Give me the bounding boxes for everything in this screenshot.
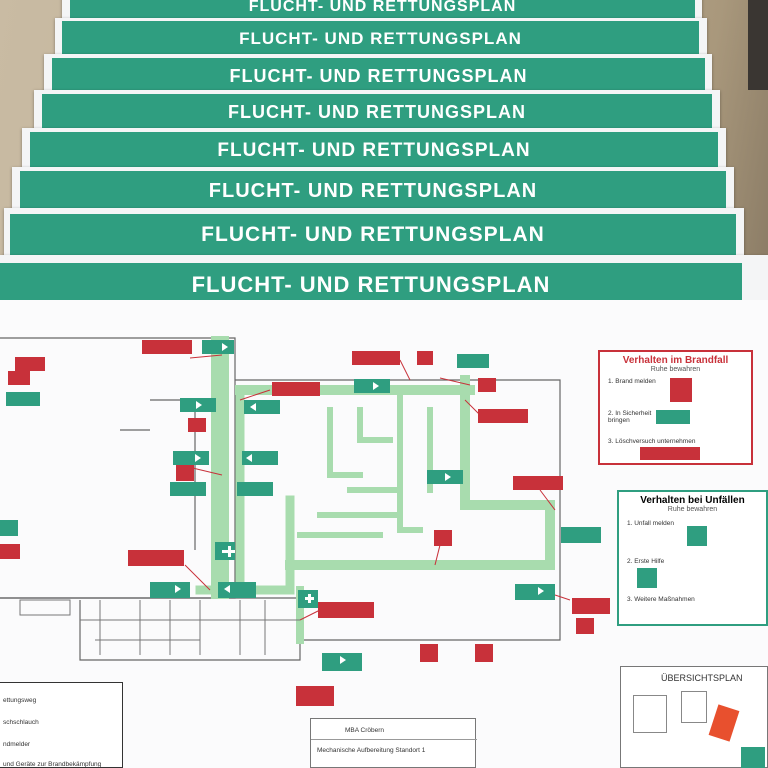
title-text: FLUCHT- UND RETTUNGSPLAN	[201, 223, 545, 246]
background-object	[748, 0, 768, 90]
title-band-2: FLUCHT- UND RETTUNGSPLAN	[10, 214, 736, 256]
title-text: FLUCHT- UND RETTUNGSPLAN	[228, 102, 526, 122]
accident-step-2: 2. Erste Hilfe	[627, 558, 665, 565]
compass-icon	[741, 747, 765, 768]
fire-alarm-icon	[670, 378, 692, 402]
fire-step-1: 1. Brand melden	[608, 378, 656, 385]
leader-lines	[179, 354, 571, 621]
fire-behavior-panel: Verhalten im Brandfall Ruhe bewahren 1. …	[598, 350, 753, 465]
accident-step-3: 3. Weitere Maßnahmen	[627, 596, 695, 603]
accident-panel-title: Verhalten bei Unfällen	[640, 495, 745, 506]
fire-equipment-signs	[0, 340, 610, 706]
emergency-exit-icon	[656, 410, 690, 424]
overview-title: ÜBERSICHTSPLAN	[661, 673, 743, 683]
title-text: FLUCHT- UND RETTUNGSPLAN	[191, 272, 551, 297]
title-block: MBA Cröbern Mechanische Aufbereitung Sta…	[310, 718, 477, 768]
legend-item: und Geräte zur Brandbekämpfung	[3, 761, 102, 768]
title-band-6: FLUCHT- UND RETTUNGSPLAN	[52, 58, 705, 94]
legend-box: ettungsweg schschlauch ndmelder und Gerä…	[0, 682, 123, 768]
accident-panel-subtitle: Ruhe bewahren	[667, 506, 718, 513]
fire-panel-title: Verhalten im Brandfall	[622, 355, 729, 366]
accident-step-1: 1. Unfall melden	[627, 520, 674, 527]
fire-panel-subtitle: Ruhe bewahren	[650, 366, 701, 373]
title-text: FLUCHT- UND RETTUNGSPLAN	[229, 65, 528, 86]
title-text: FLUCHT- UND RETTUNGSPLAN	[239, 28, 522, 48]
legend-item: ettungsweg	[3, 697, 37, 704]
client-name: MBA Cröbern	[345, 727, 385, 734]
floor-plan-drawing	[0, 336, 610, 706]
overview-plan: ÜBERSICHTSPLAN	[620, 666, 768, 768]
escape-plan: Verhalten im Brandfall Ruhe bewahren 1. …	[0, 300, 768, 768]
accident-behavior-panel: Verhalten bei Unfällen Ruhe bewahren 1. …	[617, 490, 768, 626]
title-band-5: FLUCHT- UND RETTUNGSPLAN	[42, 94, 712, 131]
project-name: Mechanische Aufbereitung Standort 1	[317, 747, 426, 754]
title-band-8: FLUCHT- UND RETTUNGSPLAN	[70, 0, 695, 22]
fire-step-2: 2. In Sicherheit bringen	[608, 410, 652, 424]
phone-icon	[687, 526, 707, 546]
title-band-1: FLUCHT- UND RETTUNGSPLAN	[0, 263, 742, 307]
overview-building	[681, 691, 707, 723]
legend-item: schschlauch	[3, 719, 39, 726]
extinguisher-icon	[640, 447, 700, 460]
title-band-7: FLUCHT- UND RETTUNGSPLAN	[62, 21, 699, 56]
fire-step-3: 3. Löschversuch unternehmen	[608, 438, 696, 445]
title-band-4: FLUCHT- UND RETTUNGSPLAN	[30, 132, 718, 170]
legend-item: ndmelder	[3, 741, 31, 748]
title-text: FLUCHT- UND RETTUNGSPLAN	[208, 179, 538, 202]
room-grid	[19, 599, 300, 655]
arrow-glyphs	[175, 343, 544, 664]
first-aid-icon	[637, 568, 657, 588]
divider	[311, 739, 477, 740]
title-text: FLUCHT- UND RETTUNGSPLAN	[217, 140, 531, 161]
title-band-3: FLUCHT- UND RETTUNGSPLAN	[20, 171, 726, 211]
title-text: FLUCHT- UND RETTUNGSPLAN	[248, 0, 517, 15]
overview-building	[633, 695, 667, 733]
location-marker	[708, 704, 740, 742]
